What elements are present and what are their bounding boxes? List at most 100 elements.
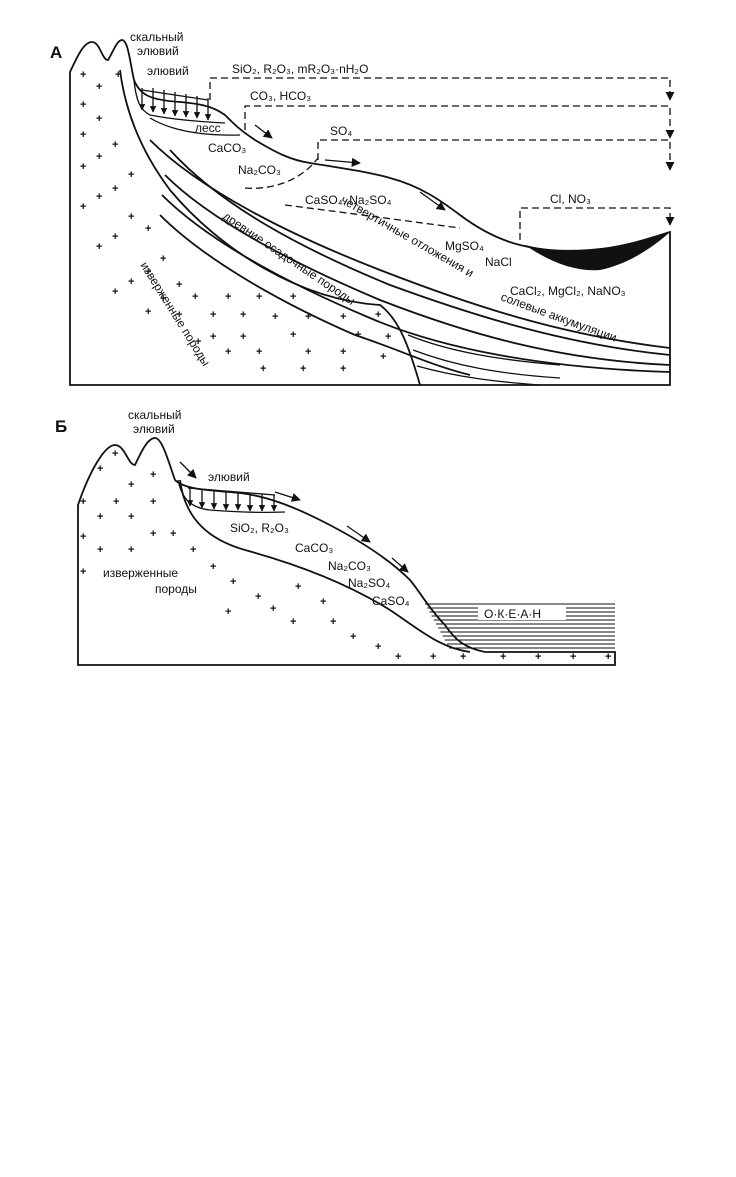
na2so4-b-label: Na₂SO₄ <box>348 576 390 590</box>
plus-symbol: + <box>160 293 166 305</box>
plus-symbol: + <box>150 528 156 540</box>
plus-symbol: + <box>96 241 102 253</box>
plus-symbol: + <box>80 566 86 578</box>
caco3-b-label: CaCO₃ <box>295 541 333 555</box>
caso4-b-label: CaSO₄ <box>372 594 410 608</box>
plus-symbol: + <box>300 363 306 375</box>
plus-symbol: + <box>96 151 102 163</box>
plus-symbol: + <box>260 363 266 375</box>
salt-lake <box>525 232 670 271</box>
plus-symbol: + <box>80 161 86 173</box>
ocean-label-bg <box>478 606 566 620</box>
igneous-boundary-b <box>179 479 471 653</box>
panel-a-letter: А <box>50 43 62 62</box>
plus-symbol: + <box>255 591 261 603</box>
plus-symbol: + <box>256 291 262 303</box>
panel-a-surface <box>69 39 671 386</box>
plus-symbol: + <box>195 336 201 348</box>
ocean: О·К·Е·А·Н <box>425 603 615 649</box>
eluvium-pocket <box>133 79 226 124</box>
plus-symbol: + <box>96 113 102 125</box>
plus-symbol: + <box>192 291 198 303</box>
nacl-label: NaCl <box>485 255 512 269</box>
rock-eluvium-b-label-1: скальный <box>128 408 181 422</box>
plus-symbol: + <box>225 606 231 618</box>
sedimentary-layers <box>149 139 671 376</box>
loess-label: лесс <box>195 121 221 135</box>
na2co3-label: Na₂CO₃ <box>238 163 281 177</box>
igneous-boundary <box>119 69 421 386</box>
ocean-label: О·К·Е·А·Н <box>484 607 541 621</box>
plus-symbol: + <box>340 311 346 323</box>
rock-eluvium-b-label-2: элювий <box>133 422 175 436</box>
plus-symbol: + <box>270 603 276 615</box>
plus-symbol: + <box>112 183 118 195</box>
plus-symbol: + <box>80 496 86 508</box>
igneous-plus-pattern-b: ++++++++++++++++++++++++++++++++++ <box>80 448 611 663</box>
flow-label-1: SiO₂, R₂O₃, mR₂O₃·nH₂O <box>232 62 368 76</box>
plus-symbol: + <box>145 266 151 278</box>
plus-symbol: + <box>340 346 346 358</box>
igneous-plus-pattern-a: ++++++++++++++++++++++++++++++++++++++++… <box>80 69 391 375</box>
caco3-label: CaCO₃ <box>208 141 246 155</box>
panel-a: А <box>50 30 675 386</box>
rock-eluvium-label-2: элювий <box>137 44 179 58</box>
plus-symbol: + <box>80 99 86 111</box>
plus-symbol: + <box>380 351 386 363</box>
plus-symbol: + <box>97 463 103 475</box>
plus-symbol: + <box>80 69 86 81</box>
chlorides-label: CaCl₂, MgCl₂, NaNO₃ <box>510 284 626 298</box>
plus-symbol: + <box>305 311 311 323</box>
plus-symbol: + <box>145 223 151 235</box>
plus-symbol: + <box>80 531 86 543</box>
truncated-layers <box>407 334 561 386</box>
plus-symbol: + <box>80 129 86 141</box>
panel-b-surface <box>77 437 616 666</box>
plus-symbol: + <box>128 211 134 223</box>
plus-symbol: + <box>115 69 121 81</box>
surface-flow-arrows-b <box>179 461 409 573</box>
eluvium-percolation-arrows-b <box>186 487 278 512</box>
na2co3-lens <box>244 157 319 189</box>
plus-symbol: + <box>305 346 311 358</box>
sulfates-label: CaSO₄, Na₂SO₄ <box>305 193 392 207</box>
rock-eluvium-label-1: скальный <box>130 30 183 44</box>
plus-symbol: + <box>176 309 182 321</box>
plus-symbol: + <box>225 346 231 358</box>
flow-label-3: SO₄ <box>330 124 352 138</box>
plus-symbol: + <box>320 596 326 608</box>
sulfate-boundary <box>284 204 461 229</box>
plus-symbol: + <box>128 479 134 491</box>
plus-symbol: + <box>150 496 156 508</box>
migration-lines <box>209 77 675 240</box>
plus-symbol: + <box>535 651 541 663</box>
plus-symbol: + <box>128 544 134 556</box>
igneous-b-label-2: породы <box>155 582 197 596</box>
plus-symbol: + <box>350 631 356 643</box>
eluvium-percolation-arrows <box>138 88 212 121</box>
plus-symbol: + <box>97 544 103 556</box>
plus-symbol: + <box>97 511 103 523</box>
plus-symbol: + <box>605 651 611 663</box>
plus-symbol: + <box>230 576 236 588</box>
plus-symbol: + <box>385 331 391 343</box>
plus-symbol: + <box>96 81 102 93</box>
plus-symbol: + <box>176 279 182 291</box>
eluvium-label: элювий <box>147 64 189 78</box>
plus-symbol: + <box>240 309 246 321</box>
plus-symbol: + <box>128 276 134 288</box>
plus-symbol: + <box>160 253 166 265</box>
plus-symbol: + <box>500 651 506 663</box>
plus-symbol: + <box>272 311 278 323</box>
plus-symbol: + <box>112 286 118 298</box>
plus-symbol: + <box>340 363 346 375</box>
plus-symbol: + <box>330 616 336 628</box>
sio2-b-label: SiO₂, R₂O₃ <box>230 521 289 535</box>
plus-symbol: + <box>128 511 134 523</box>
plus-symbol: + <box>225 291 231 303</box>
plus-symbol: + <box>240 331 246 343</box>
plus-symbol: + <box>128 169 134 181</box>
plus-symbol: + <box>256 346 262 358</box>
plus-symbol: + <box>112 139 118 151</box>
